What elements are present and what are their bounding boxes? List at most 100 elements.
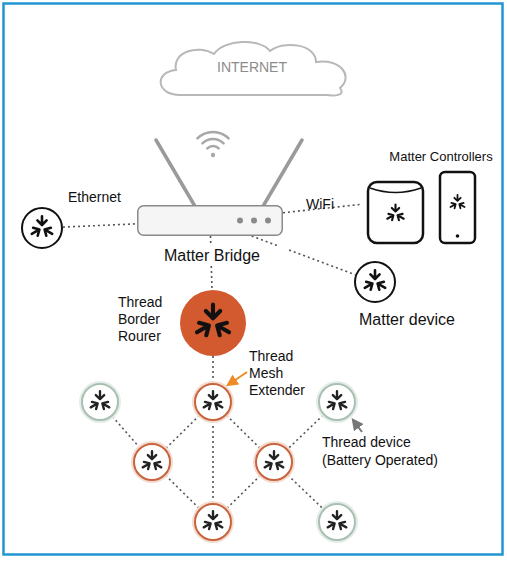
logo-arm bbox=[274, 459, 285, 470]
node-shape bbox=[354, 261, 396, 303]
router-antenna bbox=[156, 140, 196, 208]
logo-arm bbox=[454, 195, 460, 201]
node-label: Matter Controllers bbox=[382, 149, 500, 165]
ethernet-device bbox=[21, 207, 63, 249]
router-led bbox=[237, 218, 243, 224]
node-shape bbox=[318, 503, 356, 541]
logo-arm bbox=[140, 459, 151, 470]
logo-arm bbox=[326, 520, 337, 531]
thread-border-router: Thread Border Rourer bbox=[180, 290, 246, 356]
speaker-top bbox=[370, 188, 421, 193]
smartphone bbox=[440, 172, 475, 243]
thread-mesh-extender: Thread Mesh Extender bbox=[194, 383, 232, 421]
logo-arm bbox=[262, 459, 273, 470]
controller-illustration bbox=[368, 172, 475, 243]
node-shape bbox=[21, 207, 63, 249]
logo-arm bbox=[458, 201, 466, 209]
wifi-arc bbox=[197, 132, 228, 138]
logo-arm bbox=[201, 519, 212, 530]
phone-button bbox=[456, 234, 460, 238]
matter-logo bbox=[326, 391, 349, 411]
node-label: INTERNET bbox=[148, 59, 356, 76]
thread-mesh-extender bbox=[255, 443, 293, 481]
dotted-link bbox=[227, 475, 261, 508]
thread-device bbox=[318, 503, 356, 541]
logo-arm bbox=[193, 319, 212, 338]
matter-logo bbox=[326, 511, 349, 531]
node-shape bbox=[81, 383, 119, 421]
logo-arm bbox=[100, 400, 111, 411]
logo-arm bbox=[337, 520, 348, 531]
node-label: Thread Border Rourer bbox=[118, 294, 174, 345]
dotted-link bbox=[112, 416, 139, 447]
logo-arm bbox=[326, 400, 337, 411]
logo-arm bbox=[370, 270, 379, 279]
matter-device: Matter device bbox=[354, 261, 396, 303]
thread-device bbox=[81, 383, 119, 421]
internet-cloud: INTERNET bbox=[148, 38, 356, 98]
logo-arm bbox=[208, 511, 216, 519]
logo-arm bbox=[392, 205, 399, 212]
node-shape bbox=[194, 383, 232, 421]
logo-arm bbox=[213, 319, 232, 338]
matter-logo bbox=[362, 270, 387, 292]
dotted-link bbox=[227, 415, 261, 448]
logo-arm bbox=[29, 225, 41, 237]
matter-logo bbox=[201, 511, 224, 531]
logo-arm bbox=[206, 304, 220, 318]
matter-bridge-router: Matter Bridge bbox=[137, 205, 283, 236]
logo-arm bbox=[213, 519, 224, 530]
link-label: Ethernet bbox=[68, 189, 121, 205]
matter-logo bbox=[140, 451, 163, 471]
node-shape bbox=[255, 443, 293, 481]
thread-mesh-extender bbox=[194, 503, 232, 541]
matter-logo bbox=[29, 216, 54, 238]
smart-speaker bbox=[368, 182, 423, 243]
node-shape bbox=[318, 383, 356, 421]
router-antenna bbox=[262, 140, 302, 208]
matter-logo bbox=[201, 391, 224, 411]
logo-arm bbox=[37, 216, 46, 225]
logo-arm bbox=[396, 212, 406, 222]
link-label: WiFi bbox=[306, 196, 334, 212]
logo-arm bbox=[152, 459, 163, 470]
wifi-arc bbox=[207, 146, 218, 148]
wifi-dot bbox=[211, 153, 215, 157]
wifi-arc bbox=[202, 139, 223, 143]
logo-arm bbox=[42, 225, 54, 237]
logo-arm bbox=[213, 399, 224, 410]
logo-arm bbox=[269, 451, 277, 459]
controller-group: Matter Controllers bbox=[362, 148, 500, 246]
logo-arm bbox=[208, 391, 216, 399]
logo-arm bbox=[337, 400, 348, 411]
logo-arm bbox=[96, 391, 104, 399]
dotted-link bbox=[288, 415, 323, 449]
dotted-link bbox=[288, 475, 323, 509]
logo-arm bbox=[89, 400, 100, 411]
logo-arm bbox=[362, 279, 374, 291]
logo-arm bbox=[375, 279, 387, 291]
dotted-link bbox=[63, 224, 137, 227]
callout-arrow bbox=[353, 420, 362, 432]
router-body bbox=[138, 206, 283, 236]
thread-device: Thread device (Battery Operated) bbox=[318, 383, 356, 421]
node-shape bbox=[194, 503, 232, 541]
dotted-link bbox=[166, 415, 200, 448]
logo-arm bbox=[333, 511, 341, 519]
callout-arrow bbox=[228, 372, 247, 385]
logo-arm bbox=[333, 391, 341, 399]
node-label: Thread device (Battery Operated) bbox=[322, 433, 458, 469]
dotted-link bbox=[166, 475, 200, 508]
router-led bbox=[251, 218, 257, 224]
node-shape bbox=[133, 443, 171, 481]
node-label: Thread Mesh Extender bbox=[249, 348, 313, 399]
matter-logo bbox=[385, 205, 405, 222]
wifi-symbol bbox=[197, 132, 228, 157]
node-label: Matter device bbox=[342, 310, 472, 329]
node-label: Matter Bridge bbox=[137, 246, 287, 265]
node-shape bbox=[180, 290, 246, 356]
logo-arm bbox=[385, 212, 395, 222]
